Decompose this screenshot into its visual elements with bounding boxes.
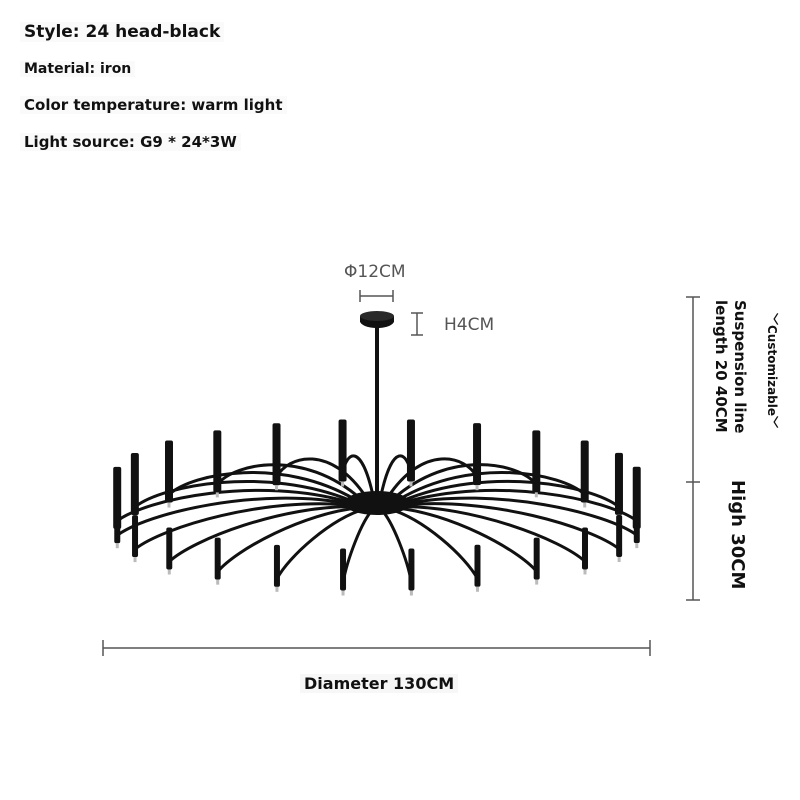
g9-bulb — [583, 569, 587, 575]
chandelier-arm — [393, 506, 538, 573]
chandelier-arm — [386, 457, 479, 499]
chandelier-arm — [133, 480, 352, 509]
lamp-head — [406, 419, 415, 482]
g9-bulb — [475, 586, 479, 592]
lamp-head — [130, 452, 139, 515]
height-marker — [686, 296, 700, 601]
g9-bulb — [215, 492, 219, 498]
g9-bulb — [409, 481, 413, 487]
chandelier-arm — [379, 507, 413, 583]
g9-bulb — [583, 502, 587, 508]
lamp-head — [408, 548, 415, 591]
lamp-head — [214, 537, 221, 580]
diameter-marker — [102, 640, 651, 656]
g9-bulb — [534, 492, 538, 498]
g9-bulb — [341, 590, 345, 596]
g9-bulb — [167, 569, 171, 575]
heads-group — [113, 419, 641, 596]
canopy-width-marker — [359, 290, 394, 302]
lamp-head — [114, 501, 121, 544]
chandelier-arm — [167, 471, 356, 501]
g9-bulb — [635, 543, 639, 549]
g9-bulb — [341, 481, 345, 487]
lamp-head — [272, 423, 281, 486]
g9-bulb — [275, 485, 279, 491]
g9-bulb — [409, 590, 413, 596]
canopy-diameter-label: Φ12CM — [344, 262, 406, 282]
diameter-label: Diameter 130CM — [300, 674, 459, 693]
chandelier-arm — [399, 505, 587, 563]
canopy-height-label: H4CM — [444, 315, 495, 335]
lamp-head — [532, 430, 541, 493]
lamp-head — [580, 440, 589, 503]
lamp-head — [614, 452, 623, 515]
center-hub — [344, 491, 410, 515]
lamp-head — [213, 430, 222, 493]
chandelier-arm — [168, 505, 355, 563]
chandelier-arm — [398, 470, 586, 501]
chandelier-arm — [402, 502, 621, 551]
lamp-head — [533, 537, 540, 580]
lamp-head — [582, 527, 589, 570]
suspension-line-text: Suspension line — [731, 300, 749, 434]
g9-bulb — [475, 485, 479, 491]
chandelier-arm — [216, 506, 361, 573]
spec-style: Style: 24 head-black — [20, 22, 225, 42]
suspension-length-text: length 20 40CM — [712, 300, 730, 433]
lamp-head — [273, 544, 280, 587]
spec-color-temperature: Color temperature: warm light — [20, 96, 287, 114]
chandelier-arm — [134, 502, 352, 551]
chandelier-arm — [387, 507, 479, 580]
g9-bulb — [167, 502, 171, 508]
lamp-head — [616, 515, 623, 558]
lamp-head — [166, 527, 173, 570]
lamp-head — [633, 501, 640, 544]
customizable-label: ﹀Customizable﹀ — [765, 313, 779, 429]
g9-bulb — [133, 557, 137, 563]
suspension-length-label: Suspension line length 20 40CM — [711, 300, 749, 433]
lamp-head — [340, 548, 347, 591]
chandelier-arm — [275, 457, 368, 499]
lamp-head — [473, 423, 482, 486]
g9-bulb — [115, 543, 119, 549]
lamp-head — [474, 544, 481, 587]
lamp-head — [338, 419, 347, 482]
g9-bulb — [617, 557, 621, 563]
spec-light-source: Light source: G9 * 24*3W — [20, 133, 241, 151]
height-label: High 30CM — [727, 480, 748, 590]
canopy-height-marker — [411, 312, 423, 336]
g9-bulb — [216, 579, 220, 585]
g9-bulb — [535, 579, 539, 585]
chandelier-arm — [341, 507, 375, 583]
g9-bulb — [275, 586, 279, 592]
lamp-head — [164, 440, 173, 503]
spec-material: Material: iron — [20, 61, 136, 77]
lamp-head — [132, 515, 139, 558]
chandelier-arm — [275, 507, 367, 580]
